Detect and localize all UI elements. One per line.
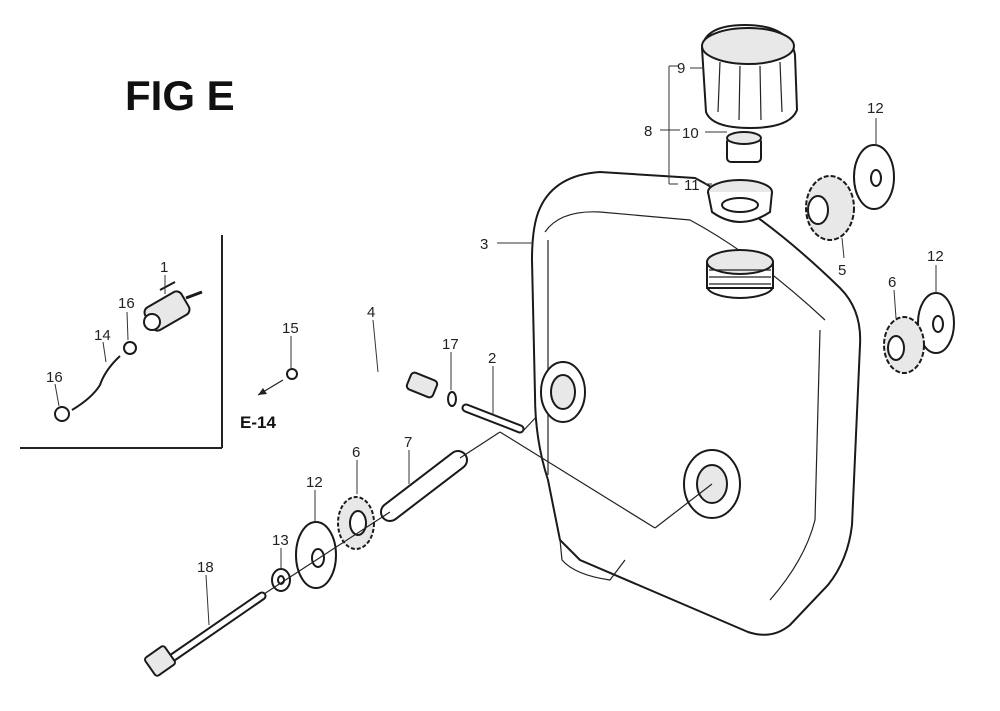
callout-12-upper: 12 (867, 100, 884, 117)
washer-part-upper (853, 144, 895, 210)
reference-label: E-14 (240, 413, 276, 432)
fuel-valve-part (143, 281, 203, 332)
callout-8: 8 (644, 123, 652, 140)
callout-4: 4 (367, 304, 375, 321)
small-hose-part (71, 355, 121, 411)
collar-part (380, 450, 468, 522)
flange-bolt-part (144, 591, 267, 677)
fuel-tank-part (530, 170, 862, 636)
callout-13: 13 (272, 532, 289, 549)
callout-11: 11 (684, 177, 700, 194)
callout-12-right: 12 (927, 248, 944, 265)
callout-14: 14 (94, 327, 111, 344)
clip-part-lower (54, 406, 70, 422)
cap-insert-part (726, 131, 762, 163)
washer-part-lower (295, 521, 337, 589)
callout-9: 9 (677, 60, 685, 77)
callout-5: 5 (838, 262, 846, 279)
cap-assembly-bracket (660, 65, 727, 185)
callout-16-upper: 16 (118, 295, 135, 312)
figure-title: FIG E (125, 72, 235, 119)
o-ring-part (447, 391, 457, 407)
callout-1: 1 (160, 259, 168, 276)
mount-rubber-part-upper (805, 175, 855, 241)
callout-17: 17 (442, 336, 459, 353)
fuel-cap-part (700, 23, 799, 130)
mount-rubber-part-lower (337, 496, 375, 550)
callout-6-right: 6 (888, 274, 896, 291)
callout-12-lower: 12 (306, 474, 323, 491)
callout-16-lower: 16 (46, 369, 63, 386)
callout-15: 15 (282, 320, 299, 337)
callout-10: 10 (682, 125, 699, 142)
callout-6-lower: 6 (352, 444, 360, 461)
fuel-hose-part (300, 348, 439, 399)
callout-7: 7 (404, 434, 412, 451)
inset-frame (20, 235, 223, 449)
mount-rubber-part-right (883, 316, 925, 374)
callout-2: 2 (488, 350, 496, 367)
tank-joint-part (461, 403, 525, 434)
strainer-part (707, 179, 773, 223)
hose-clip-part (286, 368, 298, 380)
clip-part (123, 341, 137, 355)
callout-18: 18 (197, 559, 214, 576)
callout-3: 3 (480, 236, 488, 253)
